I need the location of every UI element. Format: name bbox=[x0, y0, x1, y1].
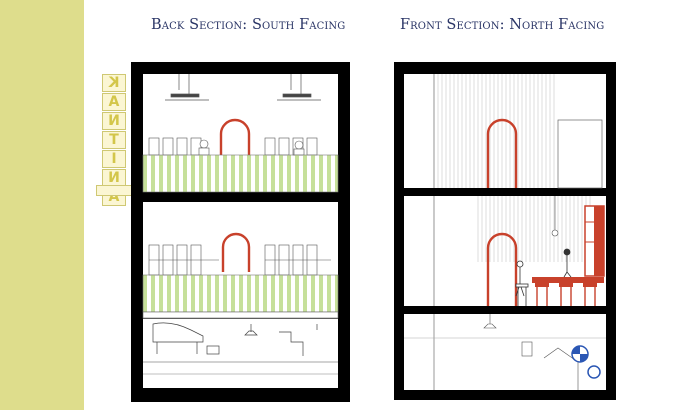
railing-stripe bbox=[191, 155, 195, 192]
back-section-drawing bbox=[131, 62, 350, 402]
railing-stripe bbox=[175, 275, 179, 312]
railing-stripe bbox=[271, 155, 275, 192]
railing-stripe bbox=[159, 275, 163, 312]
railing-stripe bbox=[319, 155, 323, 192]
railing-stripe bbox=[199, 155, 203, 192]
sign-letter: I bbox=[102, 149, 126, 168]
bar-counter bbox=[532, 277, 604, 283]
pendant-lights-upper bbox=[165, 74, 321, 101]
sign-letter: A bbox=[102, 92, 126, 111]
railing-stripe bbox=[223, 275, 227, 312]
railing-stripe bbox=[239, 155, 243, 192]
railing-stripe bbox=[295, 275, 299, 312]
railing-stripe bbox=[215, 155, 219, 192]
wall-paneling-middle bbox=[477, 196, 591, 262]
railing-stripe bbox=[159, 155, 163, 192]
railing-stripe bbox=[271, 275, 275, 312]
sign-letter: N bbox=[102, 168, 126, 187]
railing-stripe bbox=[255, 275, 259, 312]
chairs-middle bbox=[148, 244, 331, 276]
bar-stools bbox=[515, 283, 597, 306]
basement-front-details bbox=[404, 314, 606, 390]
railing-stripe bbox=[319, 275, 323, 312]
railing-stripe bbox=[255, 155, 259, 192]
railing-stripe bbox=[279, 275, 283, 312]
railing-stripe bbox=[287, 275, 291, 312]
railing-stripe bbox=[199, 275, 203, 312]
railing-stripe bbox=[263, 155, 267, 192]
railing-stripe bbox=[247, 275, 251, 312]
side-color-strip bbox=[0, 0, 84, 410]
railing-stripe bbox=[327, 155, 331, 192]
striped-railing-middle bbox=[143, 275, 338, 312]
railing-stripe bbox=[223, 155, 227, 192]
upper-door bbox=[557, 119, 603, 189]
front-section-title: Front Section: North Facing bbox=[400, 17, 605, 33]
railing-stripe bbox=[151, 155, 155, 192]
railing-stripe bbox=[183, 155, 187, 192]
railing-stripe bbox=[335, 275, 338, 312]
railing-stripe bbox=[231, 155, 235, 192]
front-section-drawing bbox=[394, 62, 616, 400]
railing-stripe bbox=[207, 155, 211, 192]
railing-stripe bbox=[167, 155, 171, 192]
striped-railing-upper bbox=[143, 155, 338, 192]
wall-paneling-upper bbox=[437, 74, 555, 188]
railing-stripe bbox=[335, 155, 338, 192]
arch-middle bbox=[221, 232, 251, 272]
railing-stripe bbox=[175, 155, 179, 192]
pendant-bulb bbox=[551, 196, 559, 237]
people-at-bar bbox=[515, 248, 572, 297]
railing-stripe bbox=[311, 275, 315, 312]
railing-stripe bbox=[143, 275, 147, 312]
blue-chairs bbox=[571, 345, 601, 379]
railing-stripe bbox=[183, 275, 187, 312]
railing-stripe bbox=[247, 155, 251, 192]
basement-furniture bbox=[143, 322, 338, 375]
railing-stripe bbox=[303, 155, 307, 192]
sign-letter: K bbox=[102, 73, 126, 92]
sign-letter: N bbox=[102, 111, 126, 130]
railing-stripe bbox=[231, 275, 235, 312]
front-middle-floor bbox=[404, 196, 606, 306]
railing-stripe bbox=[151, 275, 155, 312]
railing-stripe bbox=[287, 155, 291, 192]
railing-stripe bbox=[327, 275, 331, 312]
front-arch-middle bbox=[486, 232, 518, 306]
railing-stripe bbox=[215, 275, 219, 312]
railing-stripe bbox=[207, 275, 211, 312]
front-arch-upper bbox=[486, 118, 518, 188]
railing-stripe bbox=[311, 155, 315, 192]
railing-stripe bbox=[279, 155, 283, 192]
sign-sub-plate bbox=[96, 185, 132, 196]
chairs-upper bbox=[148, 137, 318, 156]
back-bar-shelving bbox=[584, 205, 605, 277]
railing-stripe bbox=[303, 275, 307, 312]
railing-stripe bbox=[143, 155, 147, 192]
railing-stripe bbox=[263, 275, 267, 312]
railing-stripe bbox=[239, 275, 243, 312]
railing-stripe bbox=[167, 275, 171, 312]
railing-stripe bbox=[191, 275, 195, 312]
sign-letter: T bbox=[102, 130, 126, 149]
back-section-title: Back Section: South Facing bbox=[151, 17, 346, 33]
railing-stripe bbox=[295, 155, 299, 192]
arch-upper bbox=[219, 118, 251, 155]
